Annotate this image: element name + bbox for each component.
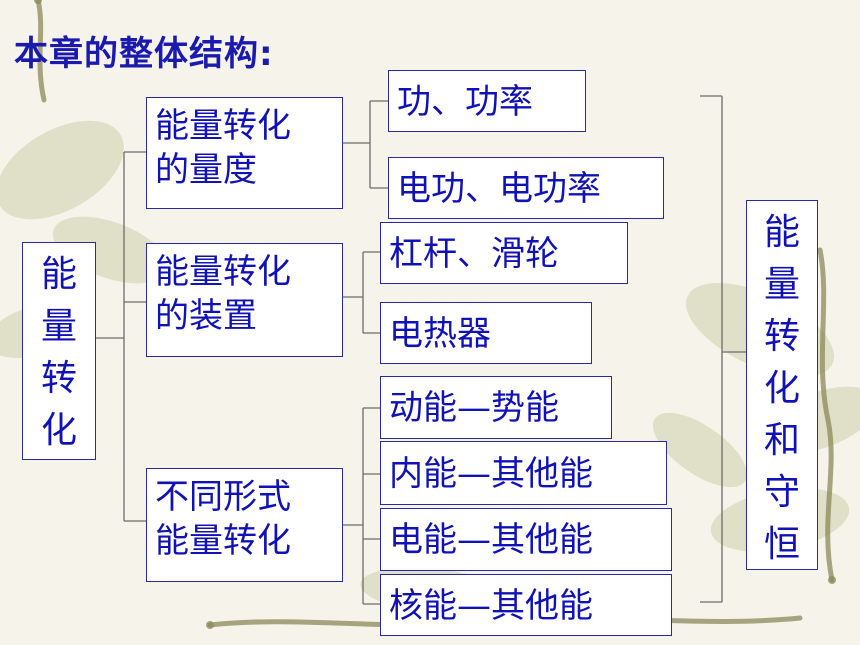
result-char: 化 — [763, 368, 800, 409]
group-label-line: 不同形式 — [155, 477, 291, 517]
item-nuclear-other: 核能—其他能 — [380, 574, 672, 636]
group-device-box: 能量转化 的装置 — [146, 243, 343, 357]
root-char: 能 — [40, 254, 77, 295]
item-work-power: 功、功率 — [388, 70, 586, 132]
item-electric-heater: 电热器 — [380, 302, 592, 364]
group-label-line: 能量转化 — [155, 252, 291, 292]
result-char: 量 — [763, 264, 800, 305]
root-energy-conversion-box: 能 量 转 化 — [22, 242, 96, 460]
item-internal-other: 内能—其他能 — [380, 441, 667, 505]
group-label-line: 的量度 — [155, 150, 257, 190]
group-label-line: 能量转化 — [155, 106, 291, 146]
result-energy-conservation-box: 能 量 转 化 和 守 恒 — [746, 200, 818, 570]
item-electric-other: 电能—其他能 — [380, 508, 672, 571]
group-label-line: 能量转化 — [155, 521, 291, 561]
root-char: 转 — [40, 358, 77, 399]
group-forms-box: 不同形式 能量转化 — [146, 468, 343, 582]
item-kinetic-potential: 动能—势能 — [380, 376, 612, 439]
result-char: 恒 — [763, 524, 800, 565]
item-electric-work-power: 电功、电功率 — [388, 157, 664, 219]
root-char: 化 — [40, 410, 77, 451]
result-char: 转 — [763, 316, 800, 357]
group-measure-box: 能量转化 的量度 — [146, 97, 343, 209]
result-char: 能 — [763, 212, 800, 253]
root-char: 量 — [40, 306, 77, 347]
item-lever-pulley: 杠杆、滑轮 — [380, 222, 628, 284]
group-label-line: 的装置 — [155, 296, 257, 336]
page-title: 本章的整体结构: — [14, 34, 274, 74]
result-char: 和 — [763, 420, 800, 461]
result-char: 守 — [763, 472, 800, 513]
